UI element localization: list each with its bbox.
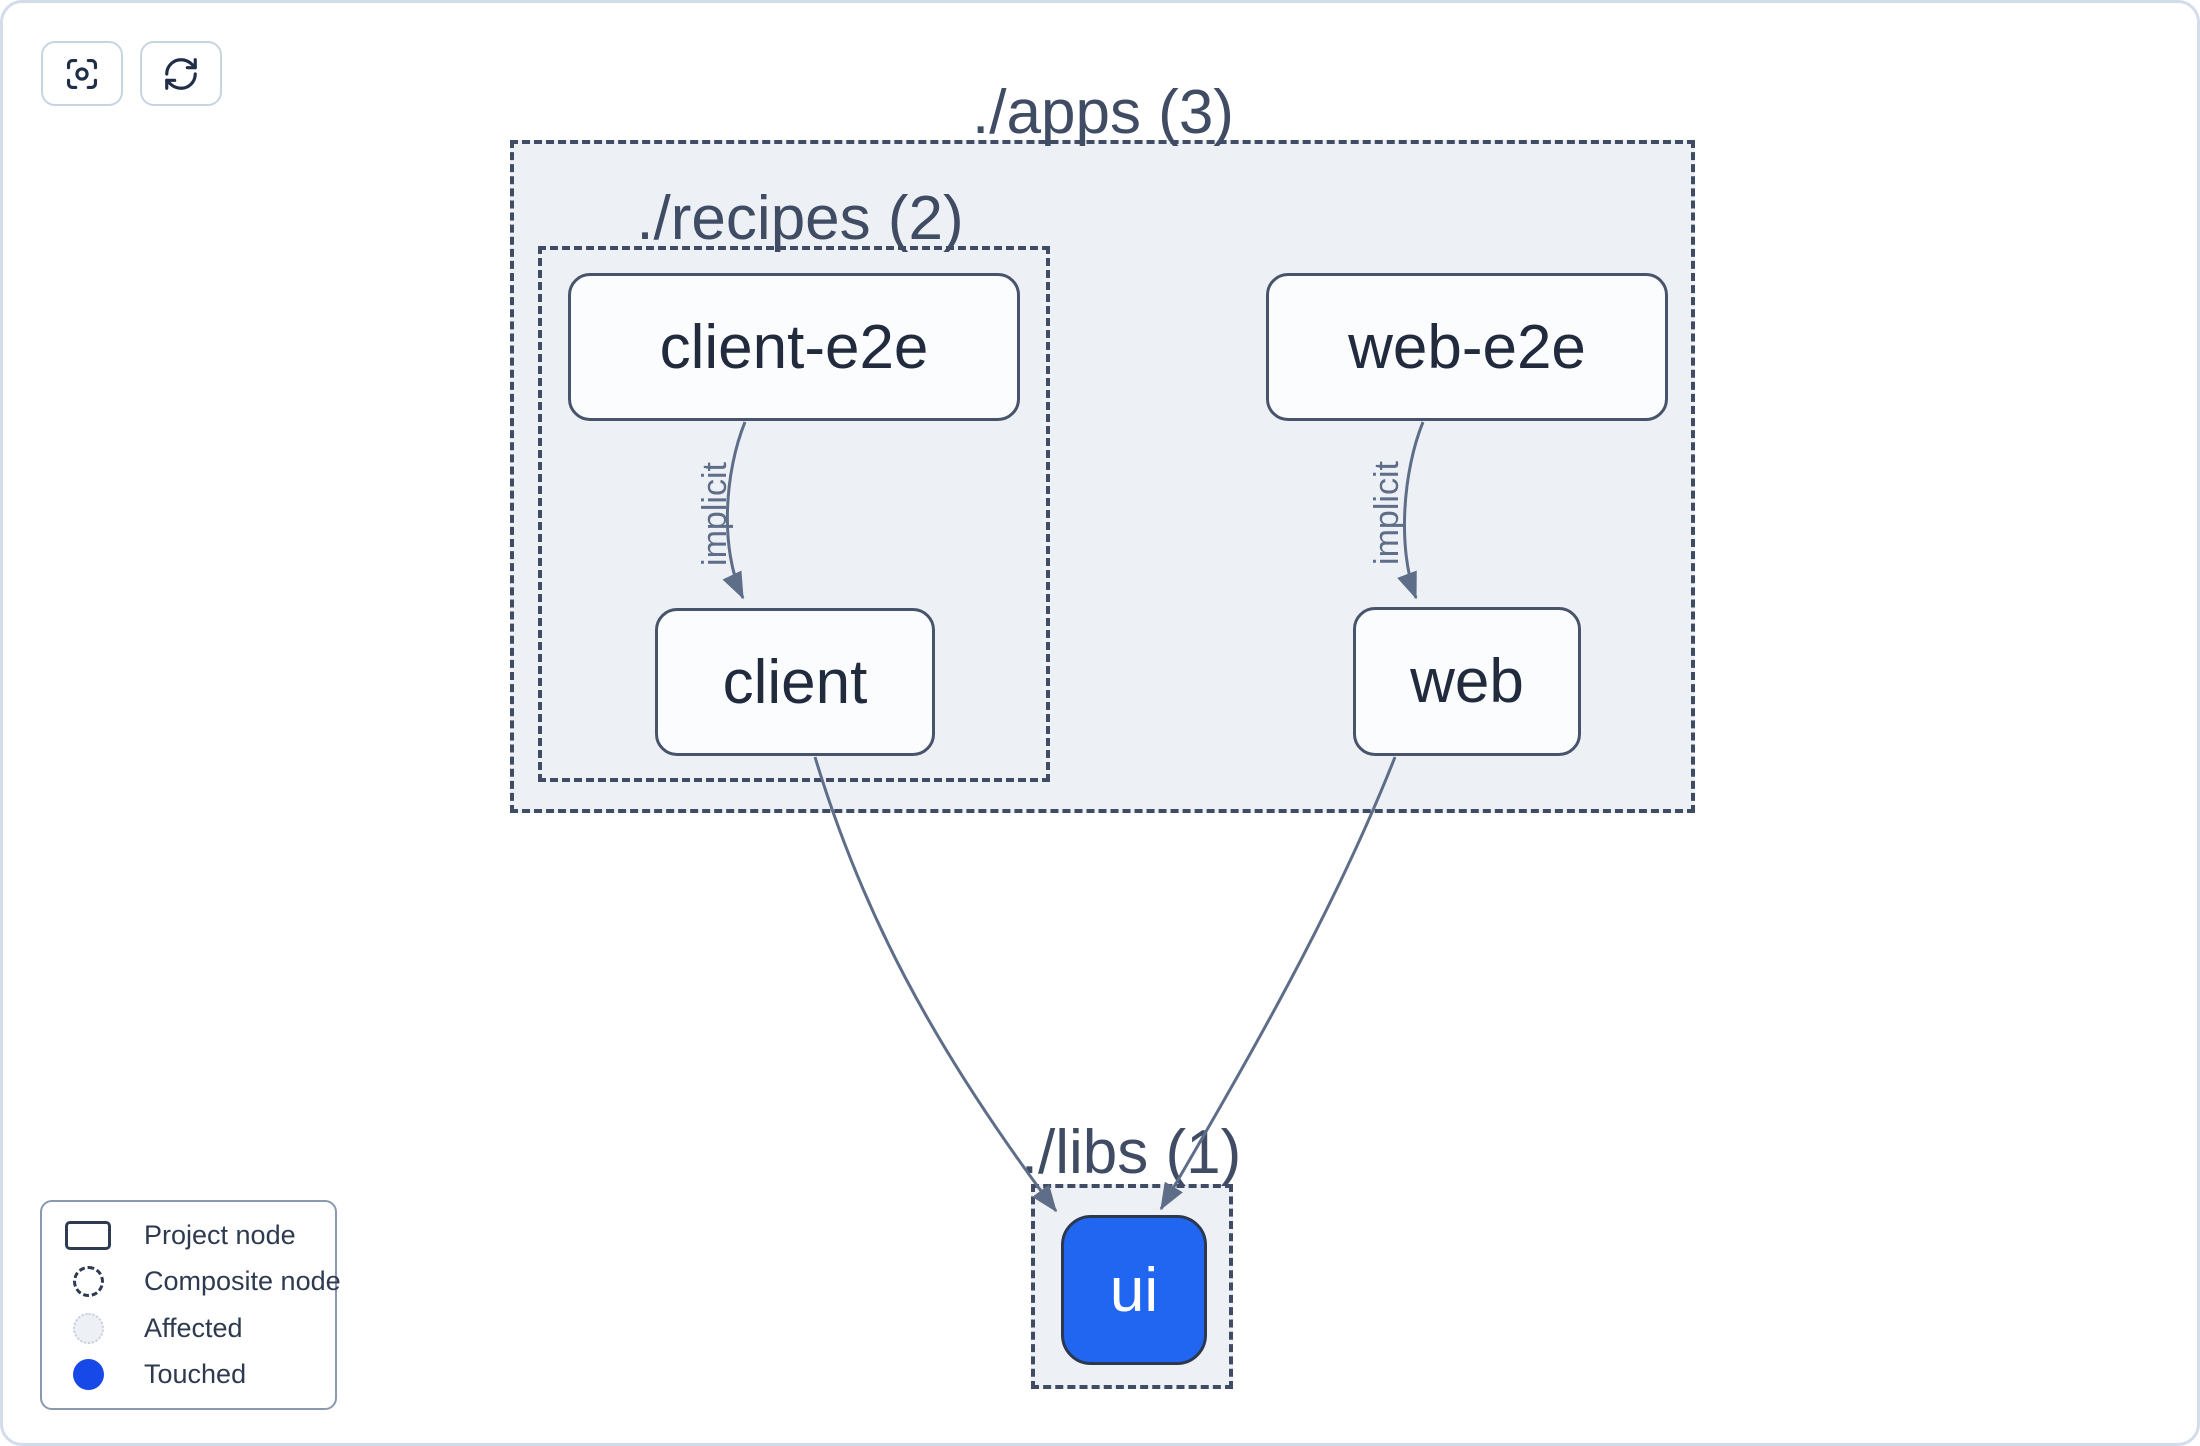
- legend-item-affected: Affected: [56, 1305, 321, 1351]
- zoom-to-fit-button[interactable]: [41, 41, 123, 106]
- node-client-e2e[interactable]: client-e2e: [568, 273, 1020, 421]
- legend-item-project-node: Project node: [56, 1212, 321, 1258]
- group-recipes[interactable]: [538, 246, 1050, 782]
- group-label-apps[interactable]: ./apps (3): [972, 78, 1234, 147]
- legend: Project node Composite node Affected Tou…: [40, 1200, 341, 1410]
- legend-label: Touched: [144, 1359, 247, 1390]
- focus-icon: [63, 55, 101, 93]
- legend-label: Project node: [144, 1219, 296, 1250]
- node-web-e2e[interactable]: web-e2e: [1266, 273, 1668, 421]
- refresh-icon: [162, 55, 200, 93]
- composite-node-swatch: [72, 1266, 104, 1298]
- project-node-swatch: [65, 1220, 111, 1250]
- legend-label: Composite node: [144, 1266, 341, 1297]
- node-ui[interactable]: ui: [1061, 1215, 1207, 1365]
- node-client[interactable]: client: [655, 608, 935, 756]
- legend-item-composite-node: Composite node: [56, 1259, 341, 1305]
- group-label-libs[interactable]: ./libs (1): [1020, 1118, 1242, 1187]
- legend-label: Affected: [144, 1312, 243, 1343]
- touched-swatch: [72, 1359, 104, 1391]
- affected-swatch: [72, 1312, 104, 1344]
- legend-item-touched: Touched: [56, 1352, 321, 1398]
- group-label-recipes[interactable]: ./recipes (2): [636, 184, 964, 253]
- refresh-button[interactable]: [140, 41, 222, 106]
- node-web[interactable]: web: [1353, 607, 1581, 756]
